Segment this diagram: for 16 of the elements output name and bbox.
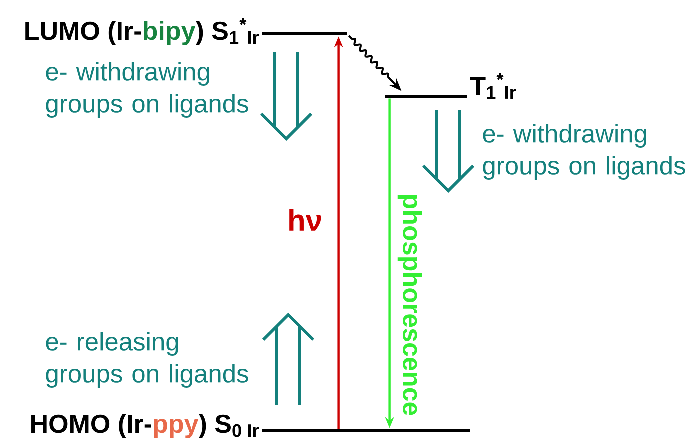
node-label: S$_{0 Ir}$ [215,414,260,438]
edge-label: hν [290,209,322,231]
note-text: e- releasing groups on ligands [46,332,248,388]
note-text: e- withdrawing groups on ligands [46,62,248,118]
node-label: bipy [144,21,196,46]
node-label: ) [196,21,204,46]
note-text: e- withdrawing groups on ligands [483,124,686,180]
node-label: LUMO (Ir- [26,21,142,46]
level-label: LUMO (Ir-bipy) S$_{1}$*Ir [26,18,260,46]
node-label: HOMO (Ir- [32,414,152,438]
level-label: HOMO (Ir-ppy) S$_{0 Ir}$ [32,414,259,438]
node-label: ppy [154,418,199,438]
node-label: ) [198,414,206,438]
edge-label: phosphorescence [398,195,422,416]
node-label: S$_{1}$*Ir [212,18,260,44]
level-label: T$_{1}$*Ir [470,73,516,99]
